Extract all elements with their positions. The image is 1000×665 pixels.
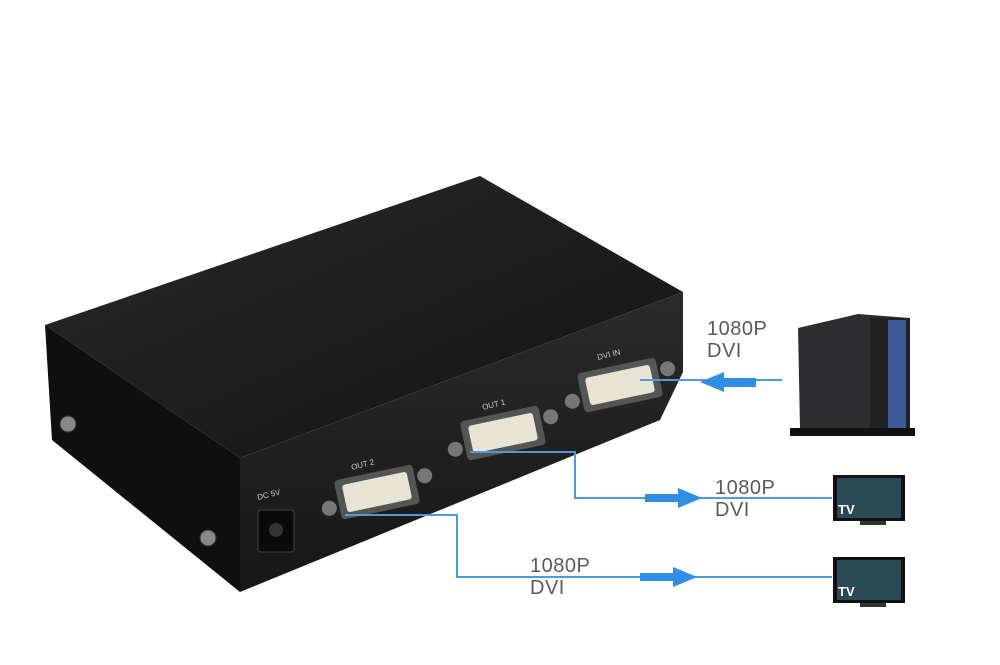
tv-label: TV [838, 502, 855, 517]
dvi-out2-port [320, 464, 434, 520]
arrow-right-icon [645, 488, 702, 508]
dvi-in-port [563, 357, 677, 413]
box-top [45, 176, 683, 458]
screw-icon [59, 415, 77, 433]
signal-text: DVI [715, 499, 750, 521]
signal-text: DVI [707, 340, 742, 362]
dc-power-jack [257, 509, 295, 553]
tv-icon: TV [833, 475, 905, 525]
arrow-left-icon [700, 372, 756, 392]
output1-connection-label: 1080P DVI [715, 477, 775, 521]
arrow-right-icon [640, 567, 697, 587]
tv-icon: TV [833, 557, 905, 607]
resolution-text: 1080P [715, 477, 776, 499]
resolution-text: 1080P [530, 555, 591, 577]
dvi-out1-port [446, 405, 560, 461]
output2-connection-label: 1080P DVI [530, 555, 590, 599]
pc-tower-icon [790, 314, 915, 436]
tv-label: TV [838, 584, 855, 599]
box-side [45, 325, 240, 592]
input-connection-label: 1080P DVI [707, 318, 767, 362]
resolution-text: 1080P [707, 318, 768, 340]
screw-icon [199, 529, 217, 547]
signal-text: DVI [530, 577, 565, 599]
output1-line [470, 451, 832, 499]
